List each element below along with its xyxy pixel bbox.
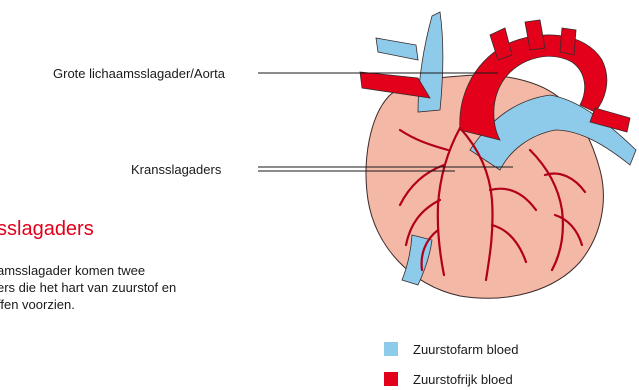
legend-item-oxygenated: Zuurstofrijk bloed [384, 371, 513, 387]
legend-swatch-deoxygenated [384, 342, 398, 356]
aorta-label: Grote lichaamsslagader/Aorta [53, 66, 225, 82]
section-title: sslagaders [0, 218, 94, 241]
section-body-line: ers die het hart van zuurstof en [0, 279, 297, 296]
legend-label: Zuurstofrijk bloed [413, 372, 513, 387]
heart-illustration [340, 0, 639, 300]
section-body-line: ffen voorzien. [0, 296, 297, 313]
legend-item-deoxygenated: Zuurstofarm bloed [384, 341, 519, 357]
section-body: amsslagader komen twee ers die het hart … [0, 262, 297, 313]
legend-label: Zuurstofarm bloed [413, 342, 519, 357]
section-body-line: amsslagader komen twee [0, 262, 297, 279]
legend-swatch-oxygenated [384, 372, 398, 386]
kransslagaders-label: Kransslagaders [131, 162, 221, 178]
